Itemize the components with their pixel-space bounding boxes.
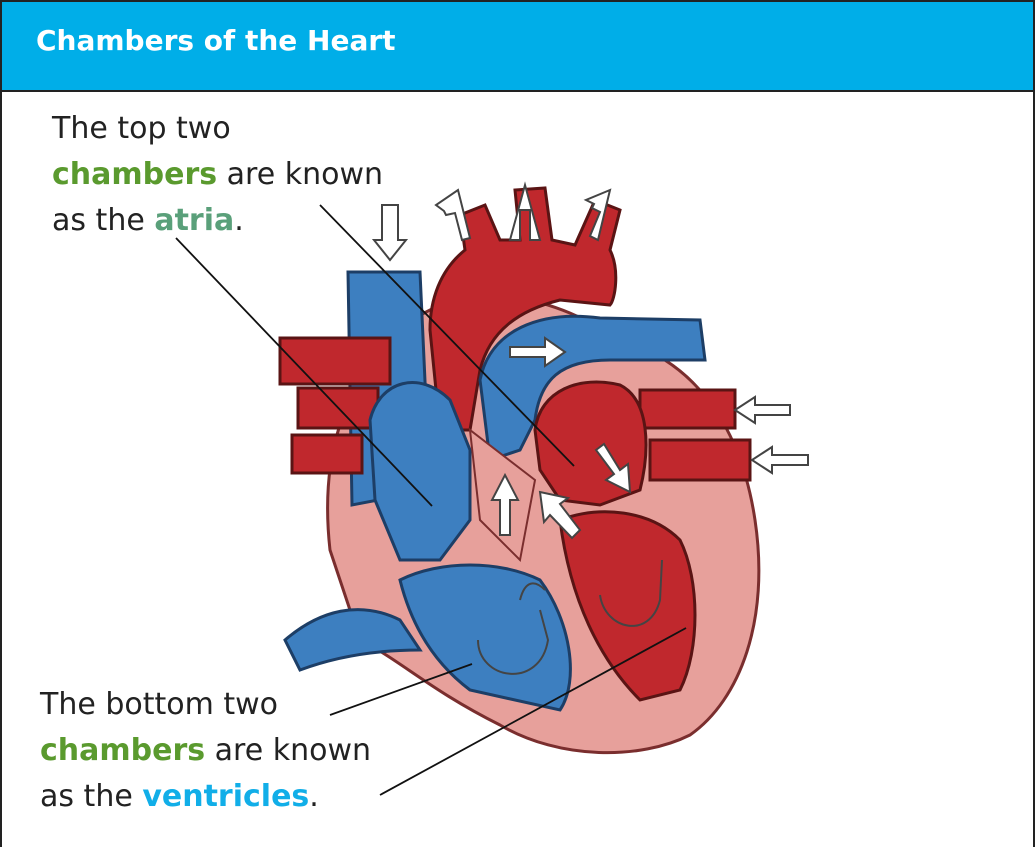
top-caption-line3: as the atria. [52, 198, 383, 244]
bottom-caption-line1: The bottom two [40, 682, 371, 728]
top-caption-suffix: . [234, 203, 244, 238]
left-pulmonary-vessel-1 [280, 338, 390, 384]
top-caption-line2: chambers are known [52, 152, 383, 198]
pulmonary-vein-2 [650, 440, 750, 480]
bottom-caption-line2: chambers are known [40, 728, 371, 774]
arrow-into-vein-1 [735, 397, 790, 423]
arrow-up-left [436, 190, 470, 240]
bottom-caption-prefix: as the [40, 779, 142, 814]
bottom-caption-line2-rest: are known [205, 733, 371, 768]
bottom-caption-suffix: . [309, 779, 319, 814]
top-caption: The top two chambers are known as the at… [52, 106, 383, 244]
left-pulmonary-vessel-3 [292, 435, 362, 473]
top-caption-prefix: as the [52, 203, 154, 238]
bottom-caption-term: ventricles [142, 779, 309, 814]
top-caption-keyword: chambers [52, 157, 217, 192]
right-ventricle [400, 565, 570, 710]
pulmonary-vein-1 [640, 390, 735, 428]
arrow-into-vein-2 [752, 447, 808, 473]
top-caption-term: atria [154, 203, 234, 238]
top-caption-line1: The top two [52, 106, 383, 152]
top-caption-line2-rest: are known [217, 157, 383, 192]
bottom-caption-line3: as the ventricles. [40, 774, 371, 820]
bottom-caption: The bottom two chambers are known as the… [40, 682, 371, 820]
bottom-caption-keyword: chambers [40, 733, 205, 768]
